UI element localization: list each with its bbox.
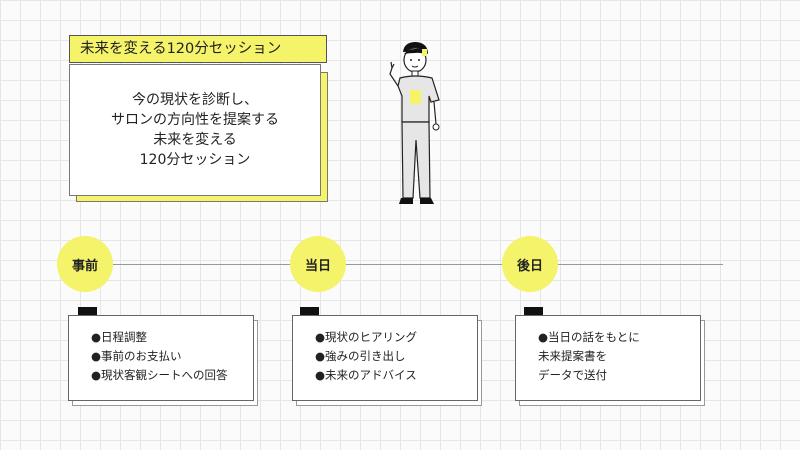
tape-decoration [300,307,319,315]
list-item: ●事前のお支払い [91,349,182,363]
intro-line: 120分セッション [139,152,251,168]
tape-decoration [524,307,543,315]
stage-circle-after: 後日 [502,236,558,292]
list-item: ●未来のアドバイス [315,368,417,382]
list-item: ●当日の話をもとに [538,330,640,344]
list-item: ●現状客観シートへの回答 [91,368,228,382]
person-pointing-illustration [389,42,440,204]
stage-card-after: ●当日の話をもとに 未来提案書を データで送付 [515,315,701,401]
tape-decoration [78,307,97,315]
stage-label: 後日 [516,258,543,274]
section-title: 未来を変える120分セッション [69,35,327,63]
list-item: ●現状のヒアリング [315,330,418,344]
stage-circle-before: 事前 [57,236,113,292]
list-item: データで送付 [538,368,607,382]
intro-line: 未来を変える [153,132,237,148]
list-item: ●日程調整 [91,330,148,344]
stage-label: 当日 [304,258,331,274]
list-item: 未来提案書を [538,349,607,363]
stage-card-day: ●現状のヒアリング ●強みの引き出し ●未来のアドバイス [292,315,478,401]
intro-line: 今の現状を診断し、 [132,92,258,108]
stage-circle-day: 当日 [290,236,346,292]
timeline-line [87,264,723,265]
list-item: ●強みの引き出し [315,349,406,363]
stage-label: 事前 [71,258,98,274]
stage-card-before: ●日程調整 ●事前のお支払い ●現状客観シートへの回答 [68,315,254,401]
intro-card: 今の現状を診断し、 サロンの方向性を提案する 未来を変える 120分セッション [69,64,321,196]
intro-line: サロンの方向性を提案する [111,112,279,128]
